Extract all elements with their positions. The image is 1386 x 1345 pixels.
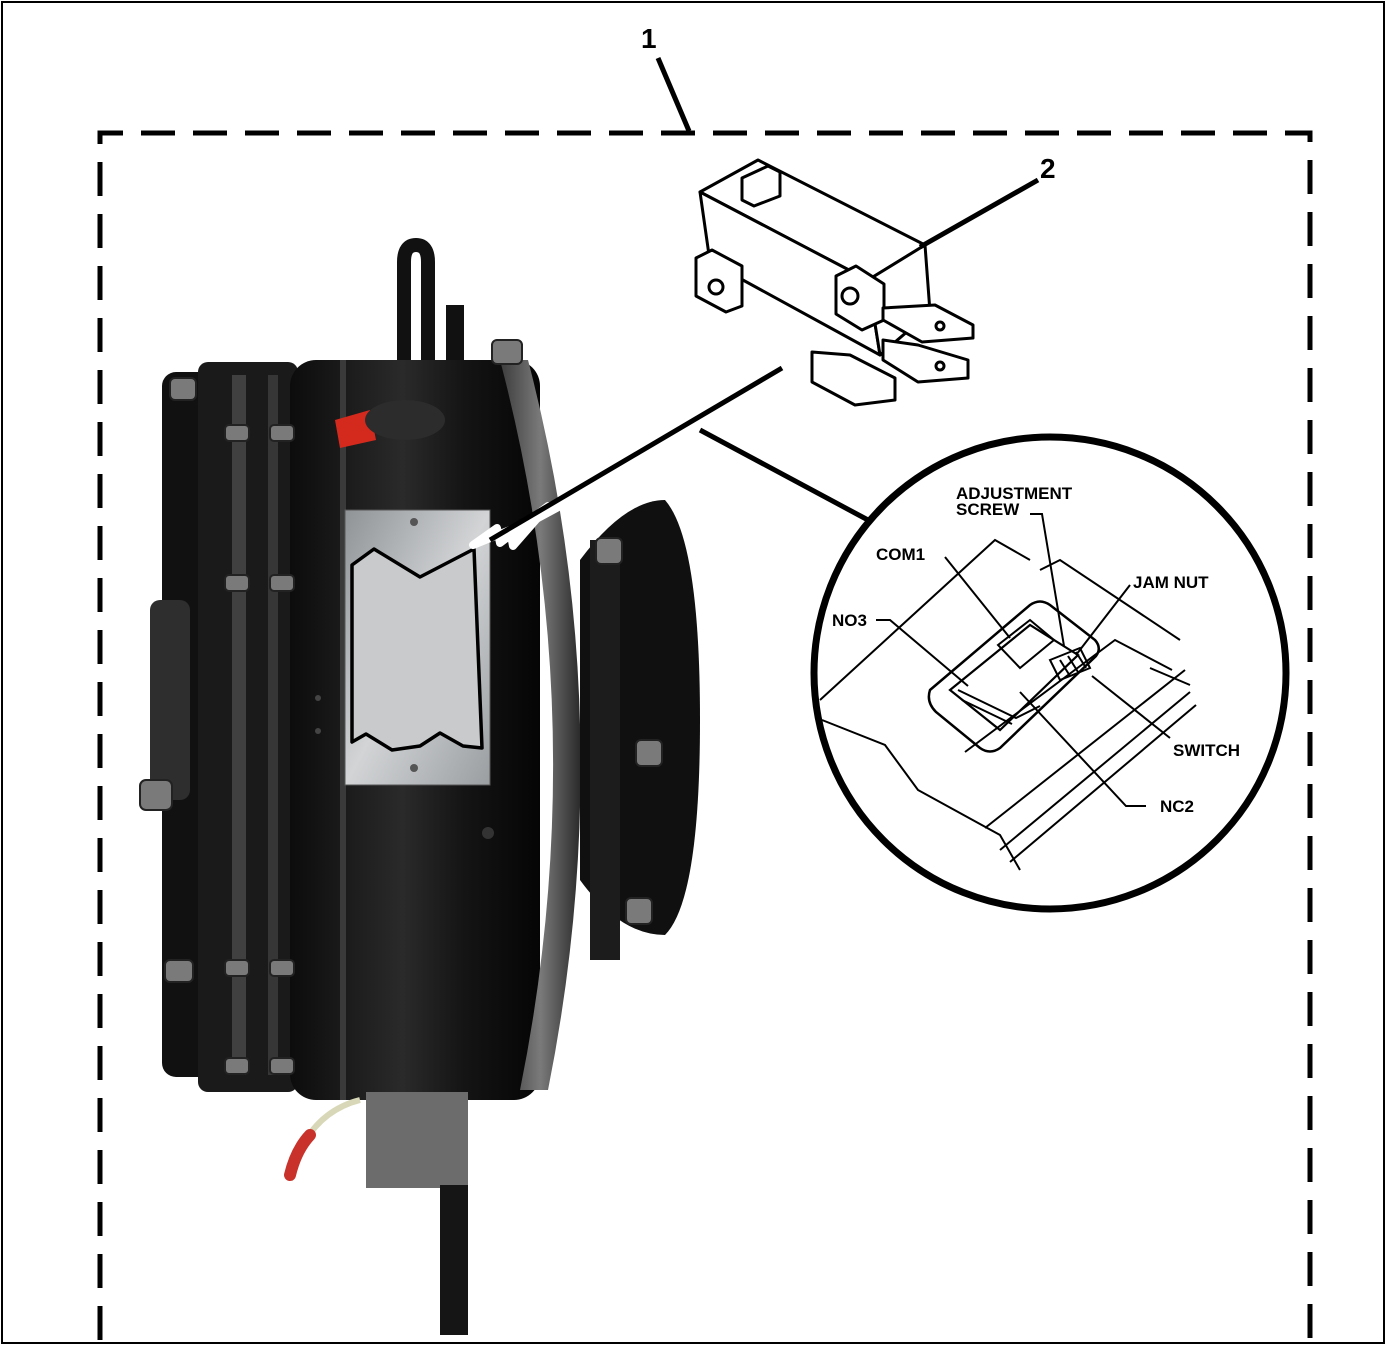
label-jam-nut: JAM NUT <box>1133 573 1209 592</box>
label-no3: NO3 <box>832 611 867 630</box>
location-arrow <box>469 502 552 550</box>
brake-assembly-illustration <box>139 237 700 1335</box>
callout-item-2: 2 <box>1040 153 1056 184</box>
detail-leader-lines <box>876 513 1171 807</box>
item-1-dashed-boundary <box>97 130 1313 1340</box>
label-nc2: NC2 <box>1160 797 1194 816</box>
location-arrow-shaft <box>497 426 703 542</box>
callout-item-1: 1 <box>641 23 657 54</box>
label-adjustment-screw-line1: ADJUSTMENT <box>956 484 1073 503</box>
label-com1: COM1 <box>876 545 925 564</box>
microswitch-holes <box>707 278 946 372</box>
leader-lines <box>488 57 1040 543</box>
microswitch-illustration <box>694 158 975 407</box>
switch-detail-view <box>810 433 1290 913</box>
label-adjustment-screw-line2: SCREW <box>956 500 1020 519</box>
label-switch: SWITCH <box>1173 741 1240 760</box>
